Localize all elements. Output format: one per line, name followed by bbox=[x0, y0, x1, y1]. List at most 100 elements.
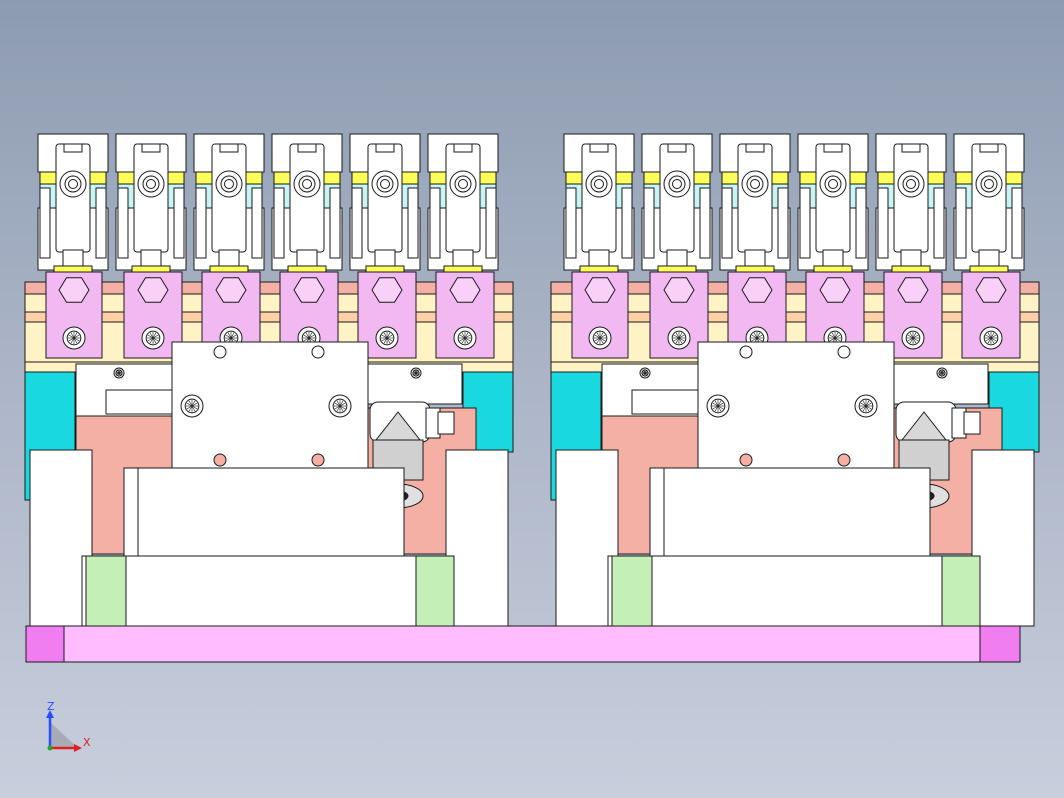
base-plate-right-end bbox=[979, 625, 1021, 663]
clamp-right-rib bbox=[933, 187, 945, 259]
peach-strip bbox=[550, 311, 1040, 323]
clamp-arm-top bbox=[141, 143, 161, 153]
slide-rail-step bbox=[105, 389, 177, 415]
slide-rail-step bbox=[631, 389, 703, 415]
clamp-neck bbox=[374, 249, 396, 267]
clamp-pivot-inner bbox=[380, 179, 390, 189]
frame-base-block bbox=[607, 555, 981, 627]
clamp-neck bbox=[140, 249, 162, 267]
toggle-clamp bbox=[349, 133, 421, 275]
mount-screw bbox=[667, 326, 691, 350]
clamp-arm bbox=[367, 143, 403, 253]
toggle-clamp bbox=[563, 133, 635, 275]
toggle-clamp bbox=[115, 133, 187, 275]
fixture-module bbox=[24, 133, 514, 627]
rail-screw-left bbox=[113, 367, 125, 379]
clamp-pivot-inner bbox=[906, 179, 916, 189]
z-axis-label: Z bbox=[47, 700, 55, 713]
triad-plane-shading bbox=[50, 722, 78, 748]
pink-mount-block bbox=[571, 271, 629, 359]
clamp-arm-top bbox=[745, 143, 765, 153]
clamp-pivot-inner bbox=[594, 179, 604, 189]
hex-nut bbox=[663, 277, 695, 303]
green-spacer-left bbox=[611, 555, 653, 627]
clamp-neck bbox=[588, 249, 610, 267]
clamp-left-rib bbox=[877, 187, 889, 259]
clamp-arm-top bbox=[979, 143, 999, 153]
clamp-left-rib bbox=[799, 187, 811, 259]
clamp-right-rib bbox=[329, 187, 341, 259]
toggle-clamp bbox=[719, 133, 791, 275]
plate-screw-right bbox=[328, 394, 352, 418]
toggle-clamp bbox=[797, 133, 869, 275]
mount-screw bbox=[901, 326, 925, 350]
base-plate bbox=[25, 625, 1021, 663]
plate-screw-right bbox=[854, 394, 878, 418]
mount-screw bbox=[141, 326, 165, 350]
clamp-arm bbox=[659, 143, 695, 253]
clamp-pivot-inner bbox=[750, 179, 760, 189]
clamp-left-rib bbox=[351, 187, 363, 259]
frame-base-block bbox=[81, 555, 455, 627]
base-plate-left-end bbox=[25, 625, 65, 663]
clamp-left-rib bbox=[273, 187, 285, 259]
plate-pin-left bbox=[739, 453, 753, 467]
plate-pin-right bbox=[837, 453, 851, 467]
mount-screw bbox=[453, 326, 477, 350]
pink-mount-block bbox=[45, 271, 103, 359]
clamp-arm-top bbox=[667, 143, 687, 153]
clamp-right-rib bbox=[251, 187, 263, 259]
clamp-right-rib bbox=[173, 187, 185, 259]
clamp-neck bbox=[900, 249, 922, 267]
clamp-arm bbox=[55, 143, 91, 253]
rail-screw-right bbox=[410, 367, 422, 379]
toggle-clamp bbox=[271, 133, 343, 275]
clamp-neck bbox=[978, 249, 1000, 267]
clamp-right-rib bbox=[407, 187, 419, 259]
frame-center-block bbox=[133, 467, 405, 559]
clamp-right-rib bbox=[485, 187, 497, 259]
clamp-left-rib bbox=[429, 187, 441, 259]
axis-triad: Z X bbox=[46, 700, 91, 752]
clamp-right-rib bbox=[95, 187, 107, 259]
clamp-left-rib bbox=[195, 187, 207, 259]
x-axis-label: X bbox=[83, 736, 91, 749]
mount-screw bbox=[375, 326, 399, 350]
clamp-left-rib bbox=[721, 187, 733, 259]
clamp-pivot-inner bbox=[146, 179, 156, 189]
peach-strip bbox=[24, 311, 514, 323]
clamp-arm-top bbox=[297, 143, 317, 153]
clamp-arm-top bbox=[453, 143, 473, 153]
hex-nut bbox=[58, 277, 90, 303]
hex-nut bbox=[897, 277, 929, 303]
hex-nut bbox=[819, 277, 851, 303]
plate-tab-left bbox=[739, 345, 753, 359]
plate-screw-left bbox=[706, 394, 730, 418]
hex-nut bbox=[215, 277, 247, 303]
toggle-clamp bbox=[427, 133, 499, 275]
fixture-module bbox=[550, 133, 1040, 627]
triad-origin bbox=[47, 745, 53, 751]
hex-nut bbox=[584, 277, 616, 303]
clamp-arm-top bbox=[589, 143, 609, 153]
plate-pin-right bbox=[311, 453, 325, 467]
plate-tab-right bbox=[837, 345, 851, 359]
cylinder-fitting-end bbox=[437, 411, 455, 435]
rail-screw-right bbox=[936, 367, 948, 379]
clamp-arm-top bbox=[63, 143, 83, 153]
clamp-arm bbox=[893, 143, 929, 253]
plate-tab-right bbox=[311, 345, 325, 359]
clamp-left-rib bbox=[643, 187, 655, 259]
clamp-left-rib bbox=[117, 187, 129, 259]
clamp-neck bbox=[218, 249, 240, 267]
clamp-right-rib bbox=[699, 187, 711, 259]
green-spacer-right bbox=[941, 555, 981, 627]
plate-tab-left bbox=[213, 345, 227, 359]
green-spacer-right bbox=[415, 555, 455, 627]
mount-screw bbox=[979, 326, 1003, 350]
clamp-arm bbox=[211, 143, 247, 253]
clamp-neck bbox=[62, 249, 84, 267]
clamp-neck bbox=[296, 249, 318, 267]
